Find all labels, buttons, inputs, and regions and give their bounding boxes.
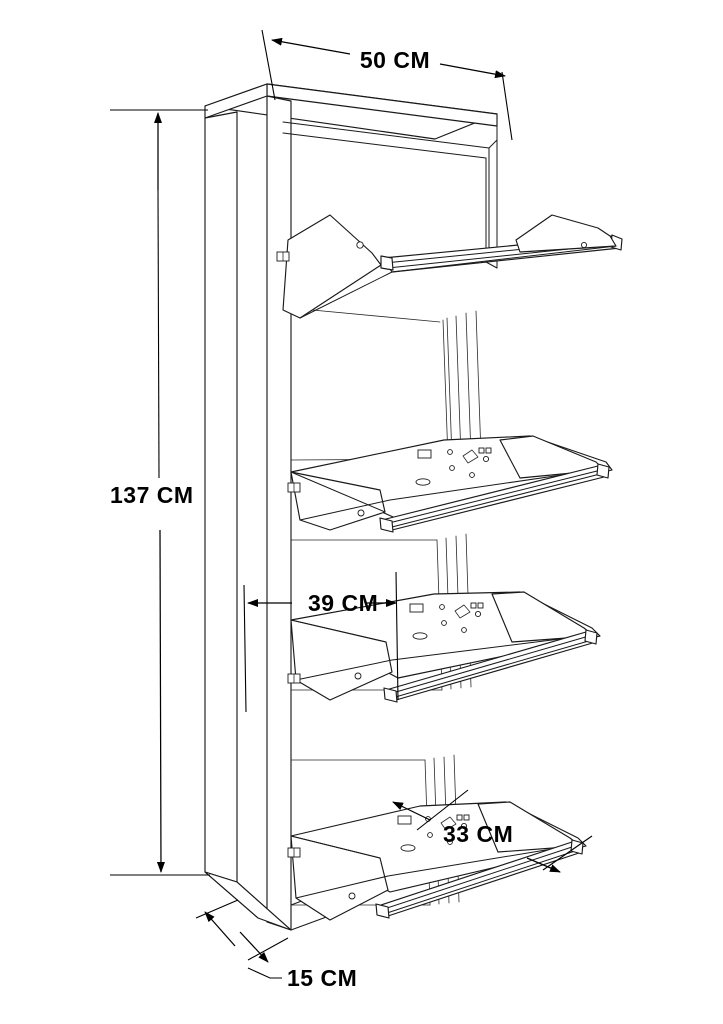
dimension-overall-width: 50 CM: [261, 29, 513, 141]
left-side-panel: [204, 111, 238, 883]
dimension-label-base-depth: 15 CM: [287, 965, 357, 991]
drawer-tier-4[interactable]: [287, 801, 587, 921]
cam-lock-marker: [287, 673, 301, 684]
inner-frame: [282, 121, 498, 269]
dimension-label-height: 137 CM: [110, 482, 194, 508]
dimension-drawer-depth: 33 CM: [392, 789, 593, 873]
cam-lock-marker: [287, 482, 301, 493]
dimension-label-interior-depth: 39 CM: [308, 590, 378, 616]
drawer-tier-1[interactable]: [276, 214, 623, 319]
cam-lock-marker: [276, 251, 290, 262]
drawer-tier-2[interactable]: [287, 435, 613, 533]
drawer-tier-3[interactable]: [287, 591, 601, 703]
dimension-base-depth: 15 CM: [195, 899, 357, 991]
front-stile: [266, 95, 292, 931]
dimension-interior-depth: 39 CM: [243, 571, 399, 713]
dimension-label-drawer-depth: 33 CM: [443, 821, 513, 847]
dimension-label-width: 50 CM: [360, 47, 430, 73]
dimension-overall-height: 137 CM: [110, 109, 210, 876]
cam-lock-marker: [287, 847, 301, 858]
